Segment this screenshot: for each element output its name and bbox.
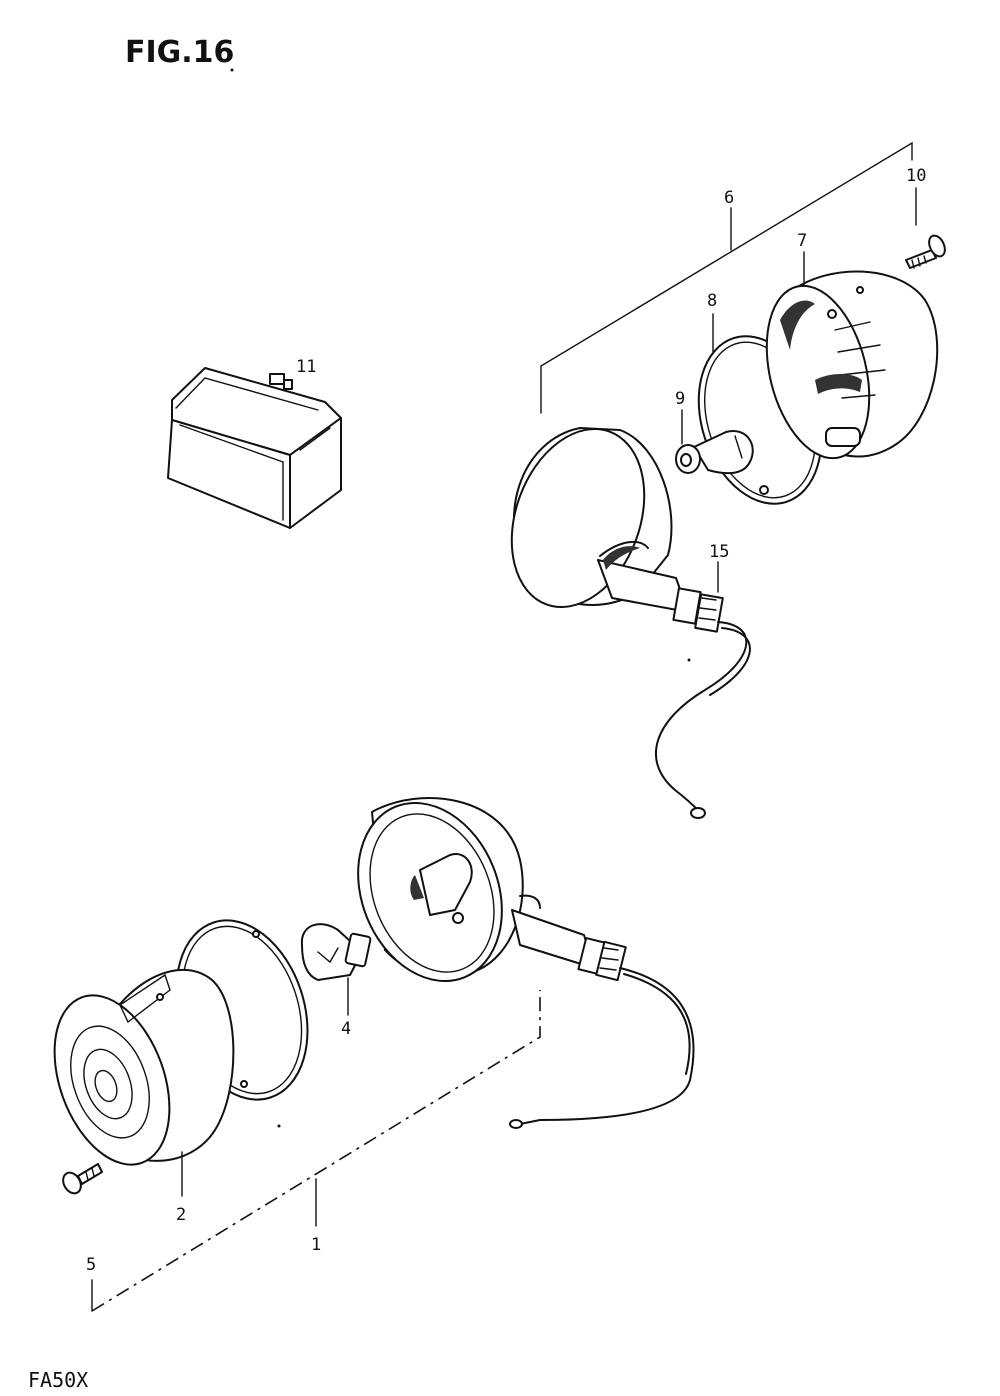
callout-8: 8 (707, 291, 717, 311)
callout-6: 6 (724, 188, 734, 208)
part-7-lens (765, 270, 939, 460)
part-10-screw (905, 234, 946, 269)
part-11-flasher-relay (167, 367, 342, 529)
figure-title: FIG.16 (125, 35, 234, 70)
callout-1: 1 (311, 1235, 321, 1255)
title-dot (230, 68, 234, 72)
part-upper-housing (510, 427, 751, 819)
part-4-bulb (300, 923, 372, 981)
callout-2: 2 (176, 1205, 186, 1225)
callout-15: 15 (709, 542, 729, 562)
part-5-screw (62, 1163, 103, 1195)
callout-7: 7 (797, 231, 807, 251)
model-code: FA50X (28, 1368, 88, 1392)
leader-1-bracket (91, 990, 541, 1312)
callout-9: 9 (675, 389, 685, 409)
leader-6-bracket (540, 141, 913, 414)
stray-dot-2 (277, 1124, 281, 1128)
part-2-lens (53, 969, 235, 1166)
callout-10: 10 (906, 166, 926, 186)
part-9-bulb (675, 430, 754, 475)
callout-4: 4 (341, 1019, 351, 1039)
callout-5: 5 (86, 1255, 96, 1275)
part-lower-housing (357, 797, 695, 1129)
callout-11: 11 (296, 357, 316, 377)
stray-dot (687, 658, 691, 662)
